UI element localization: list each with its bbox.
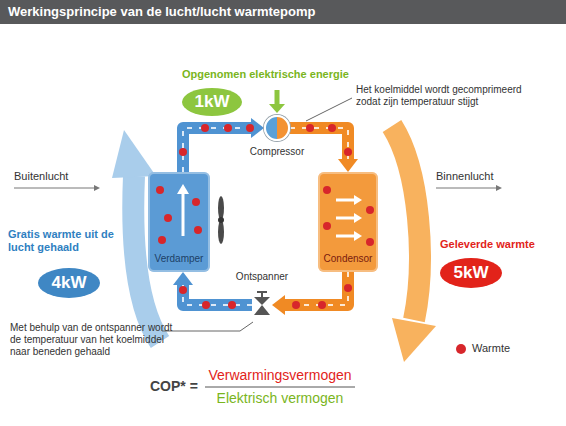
legend-swatch: [456, 344, 466, 354]
heat-note: Geleverde warmte: [440, 238, 560, 251]
fraction-line: [205, 387, 355, 388]
power-value: 1kW: [195, 92, 230, 112]
pipe-arrowhead: [173, 272, 193, 285]
title-band: Werkingsprincipe van de lucht/lucht warm…: [0, 0, 566, 24]
compressor-symbol: Compressor: [264, 115, 290, 141]
part-name: Verdamper: [155, 253, 204, 265]
refrigerant-pipe: [183, 118, 264, 172]
heat-dot: [224, 124, 232, 132]
pipe-arrowhead: [338, 159, 358, 172]
heat-note: Gratis warmte uit de lucht gehaald: [8, 228, 126, 254]
pipe-line: [183, 128, 253, 172]
air-label: Buitenlucht: [14, 170, 104, 183]
valve-part: [254, 297, 270, 305]
heat-dot: [366, 238, 374, 246]
flow-arrow: [436, 188, 496, 189]
heat-dot: [179, 286, 187, 294]
heat-dot: [292, 301, 300, 309]
heat-dot: [194, 226, 202, 234]
expansion-valve: Ontspanner: [252, 291, 272, 319]
power-badge: 4kW: [38, 268, 100, 298]
power-value: 4kW: [52, 273, 87, 293]
air-label: Binnenlucht: [436, 170, 536, 183]
heat-dot: [344, 148, 352, 156]
heat-dot: [228, 301, 236, 309]
formula-numerator: Verwarmingsvermogen: [200, 367, 360, 384]
energy-arrowhead: [269, 104, 285, 113]
flow-arrow: [182, 192, 185, 236]
valve-handle: [257, 291, 267, 293]
flow-arrowhead: [94, 185, 100, 191]
flow-arrowhead: [354, 213, 362, 223]
valve-symbol: [252, 291, 272, 319]
formula-denominator: Elektrisch vermogen: [200, 390, 360, 407]
flow-arrowhead: [496, 185, 502, 191]
flow-arrowhead: [177, 184, 189, 194]
pipe-flow-marks: [283, 272, 348, 305]
heat-dot: [246, 124, 254, 132]
power-badge: 1kW: [182, 88, 242, 116]
energy-note: Opgenomen elektrische energie: [182, 68, 422, 81]
leader-line: [306, 98, 352, 121]
condenser-box: Condensor: [318, 172, 378, 272]
formula-text: COP* =: [150, 378, 204, 395]
part-name: Compressor: [242, 146, 312, 158]
fan-blade: [218, 196, 224, 220]
heat-dot: [318, 301, 326, 309]
legend-text: Warmte: [472, 342, 510, 355]
air-flow-arrowhead: [392, 318, 436, 362]
heat-dot: [366, 206, 374, 214]
heat-dot: [158, 236, 166, 244]
heat-dot: [201, 124, 209, 132]
part-name: Condensor: [324, 253, 373, 265]
flow-arrow: [14, 188, 94, 189]
fan-blade: [218, 220, 224, 244]
flow-arrowhead: [354, 231, 362, 241]
part-name: Ontspanner: [222, 271, 302, 283]
callout-note: Met behulp van de ontspanner wordt de te…: [10, 322, 178, 358]
heat-dot: [156, 186, 164, 194]
power-badge: 5kW: [440, 258, 502, 288]
leader-line: [162, 322, 253, 331]
heat-dot: [192, 198, 200, 206]
heat-dot: [328, 124, 336, 132]
pipe-flow-marks: [183, 128, 253, 172]
flow-arrowhead: [354, 195, 362, 205]
air-flow-arrow: [392, 126, 420, 320]
heat-dot: [344, 284, 352, 292]
power-value: 5kW: [454, 263, 489, 283]
heat-dot: [179, 148, 187, 156]
heat-dot: [306, 124, 314, 132]
pipe-line: [183, 283, 252, 305]
heat-dot: [202, 301, 210, 309]
flow-arrow: [336, 200, 354, 236]
fan-hub: [218, 217, 224, 223]
heat-dot: [164, 214, 172, 222]
pipe-arrowhead: [272, 295, 285, 315]
evaporator-box: Verdamper: [148, 172, 210, 272]
energy-arrow: [275, 90, 280, 105]
air-flow-arrowhead: [112, 130, 156, 178]
pipe-flow-marks: [183, 283, 252, 305]
valve-part: [254, 305, 270, 315]
pipe-line: [283, 272, 348, 305]
title-text: Werkingsprincipe van de lucht/lucht warm…: [8, 0, 315, 24]
callout-note: Het koelmiddel wordt gecomprimeerd zodat…: [356, 84, 546, 108]
heat-dot: [323, 186, 331, 194]
heat-dot: [323, 222, 331, 230]
